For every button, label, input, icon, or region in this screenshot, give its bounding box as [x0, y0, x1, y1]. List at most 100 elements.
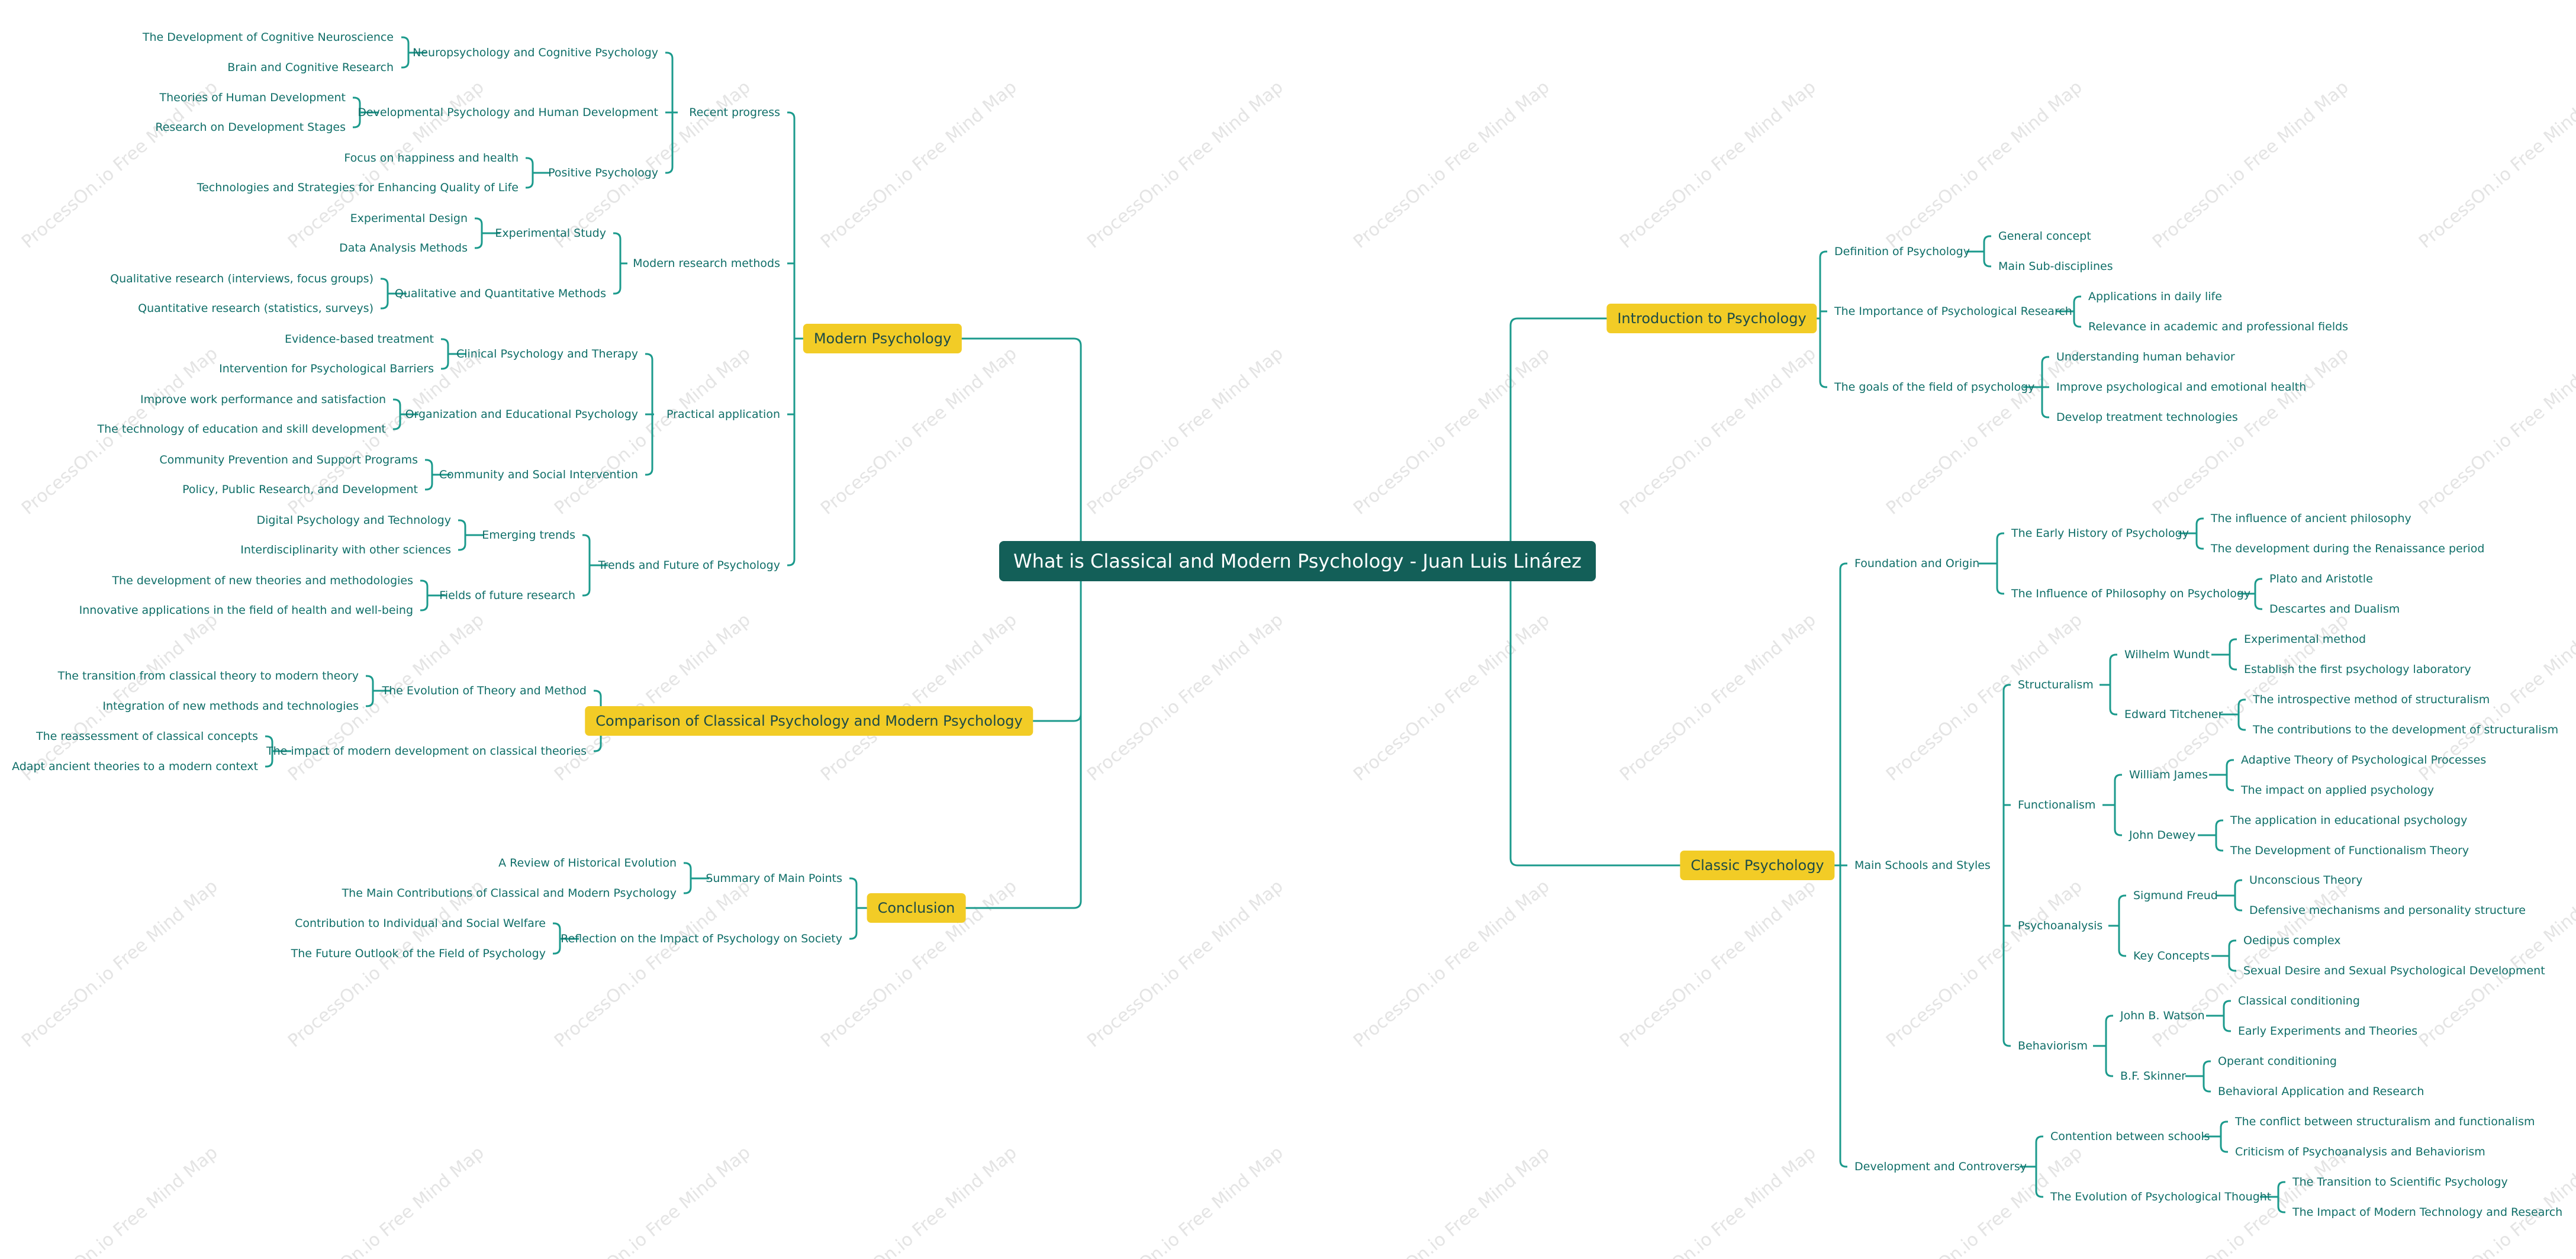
topic-future-research[interactable]: Fields of future research [439, 589, 575, 602]
topic-early-history[interactable]: The Early History of Psychology [2011, 527, 2189, 540]
topic-introduction[interactable]: Introduction to Psychology [1606, 304, 1817, 333]
leaf-community-programs[interactable]: Community Prevention and Support Program… [159, 453, 418, 466]
leaf-historical-evolution[interactable]: A Review of Historical Evolution [498, 856, 677, 870]
leaf-plato-aristotle[interactable]: Plato and Aristotle [2269, 572, 2373, 585]
topic-developmental-psychology[interactable]: Developmental Psychology and Human Devel… [358, 106, 658, 119]
topic-recent-progress[interactable]: Recent progress [689, 106, 780, 119]
leaf-future-outlook[interactable]: The Future Outlook of the Field of Psych… [291, 947, 546, 960]
leaf-happiness-health[interactable]: Focus on happiness and health [344, 152, 519, 165]
leaf-classical-conditioning[interactable]: Classical conditioning [2238, 994, 2360, 1007]
topic-practical-application[interactable]: Practical application [666, 408, 780, 421]
topic-goals[interactable]: The goals of the field of psychology [1834, 381, 2035, 394]
leaf-psychological-barriers[interactable]: Intervention for Psychological Barriers [219, 362, 434, 375]
topic-bf-skinner[interactable]: B.F. Skinner [2120, 1070, 2186, 1083]
topic-contention-schools[interactable]: Contention between schools [2050, 1130, 2210, 1143]
leaf-behavioral-application[interactable]: Behavioral Application and Research [2218, 1085, 2424, 1098]
topic-behaviorism[interactable]: Behaviorism [2018, 1039, 2088, 1052]
leaf-conflict-structuralism[interactable]: The conflict between structuralism and f… [2235, 1115, 2535, 1128]
leaf-evidence-based-treatment[interactable]: Evidence-based treatment [284, 333, 434, 346]
topic-structuralism[interactable]: Structuralism [2018, 678, 2094, 691]
topic-evolution-thought[interactable]: The Evolution of Psychological Thought [2050, 1190, 2272, 1203]
leaf-data-analysis[interactable]: Data Analysis Methods [339, 242, 468, 255]
leaf-criticism-psychoanalysis[interactable]: Criticism of Psychoanalysis and Behavior… [2235, 1145, 2485, 1158]
leaf-applied-psychology[interactable]: The impact on applied psychology [2241, 784, 2435, 797]
leaf-cognitive-neuroscience[interactable]: The Development of Cognitive Neuroscienc… [142, 31, 394, 44]
topic-qualitative-quantitative[interactable]: Qualitative and Quantitative Methods [394, 287, 606, 300]
leaf-education-technology[interactable]: The technology of education and skill de… [97, 423, 387, 436]
topic-trends-future[interactable]: Trends and Future of Psychology [598, 559, 780, 572]
leaf-innovative-applications[interactable]: Innovative applications in the field of … [79, 604, 413, 617]
topic-importance-research[interactable]: The Importance of Psychological Research [1834, 305, 2072, 318]
topic-neuropsychology[interactable]: Neuropsychology and Cognitive Psychology [413, 46, 658, 59]
leaf-sub-disciplines[interactable]: Main Sub-disciplines [1998, 260, 2113, 273]
topic-positive-psychology[interactable]: Positive Psychology [548, 166, 658, 179]
leaf-unconscious-theory[interactable]: Unconscious Theory [2249, 874, 2363, 887]
topic-organization-educational[interactable]: Organization and Educational Psychology [405, 408, 638, 421]
leaf-treatment-technologies[interactable]: Develop treatment technologies [2056, 411, 2238, 424]
leaf-work-performance[interactable]: Improve work performance and satisfactio… [140, 393, 386, 406]
topic-summary-main-points[interactable]: Summary of Main Points [706, 872, 842, 885]
topic-modern-psychology[interactable]: Modern Psychology [803, 324, 962, 353]
topic-philosophy-influence[interactable]: The Influence of Philosophy on Psycholog… [2011, 587, 2251, 600]
topic-john-dewey[interactable]: John Dewey [2129, 829, 2196, 842]
topic-psychoanalysis[interactable]: Psychoanalysis [2018, 919, 2103, 932]
topic-reflection-impact[interactable]: Reflection on the Impact of Psychology o… [561, 932, 842, 945]
leaf-brain-cognitive-research[interactable]: Brain and Cognitive Research [227, 61, 394, 74]
leaf-functionalism-development[interactable]: The Development of Functionalism Theory [2230, 844, 2469, 857]
leaf-descartes-dualism[interactable]: Descartes and Dualism [2269, 603, 2400, 616]
leaf-experimental-design[interactable]: Experimental Design [350, 212, 468, 225]
leaf-structuralism-contributions[interactable]: The contributions to the development of … [2253, 723, 2559, 736]
leaf-new-theories[interactable]: The development of new theories and meth… [112, 574, 413, 587]
leaf-adapt-ancient-theories[interactable]: Adapt ancient theories to a modern conte… [12, 760, 258, 773]
topic-foundation-origin[interactable]: Foundation and Origin [1854, 557, 1980, 570]
leaf-main-contributions[interactable]: The Main Contributions of Classical and … [342, 887, 677, 900]
leaf-introspective-method[interactable]: The introspective method of structuralis… [2253, 693, 2490, 706]
leaf-theories-human-development[interactable]: Theories of Human Development [159, 91, 346, 104]
topic-impact-modern-development[interactable]: The impact of modern development on clas… [266, 745, 587, 758]
leaf-understanding-behavior[interactable]: Understanding human behavior [2056, 350, 2235, 363]
topic-conclusion[interactable]: Conclusion [867, 893, 966, 923]
leaf-improve-health[interactable]: Improve psychological and emotional heal… [2056, 381, 2307, 394]
topic-functionalism[interactable]: Functionalism [2018, 798, 2096, 812]
topic-development-controversy[interactable]: Development and Controversy [1854, 1160, 2027, 1173]
leaf-defensive-mechanisms[interactable]: Defensive mechanisms and personality str… [2249, 904, 2526, 917]
leaf-ancient-philosophy[interactable]: The influence of ancient philosophy [2211, 512, 2411, 525]
topic-sigmund-freud[interactable]: Sigmund Freud [2133, 889, 2218, 902]
leaf-daily-life[interactable]: Applications in daily life [2088, 290, 2222, 303]
topic-evolution-theory-method[interactable]: The Evolution of Theory and Method [382, 684, 587, 697]
topic-wilhelm-wundt[interactable]: Wilhelm Wundt [2124, 648, 2210, 661]
leaf-development-stages[interactable]: Research on Development Stages [155, 121, 346, 134]
leaf-classical-to-modern[interactable]: The transition from classical theory to … [57, 669, 359, 682]
leaf-renaissance[interactable]: The development during the Renaissance p… [2211, 542, 2485, 555]
topic-comparison[interactable]: Comparison of Classical Psychology and M… [585, 706, 1033, 736]
leaf-academic-relevance[interactable]: Relevance in academic and professional f… [2088, 320, 2349, 333]
leaf-adaptive-theory[interactable]: Adaptive Theory of Psychological Process… [2241, 754, 2487, 767]
topic-emerging-trends[interactable]: Emerging trends [482, 529, 575, 542]
topic-edward-titchener[interactable]: Edward Titchener [2124, 708, 2223, 721]
leaf-interdisciplinarity[interactable]: Interdisciplinarity with other sciences [240, 543, 451, 556]
topic-classic-psychology[interactable]: Classic Psychology [1680, 851, 1835, 880]
leaf-quality-of-life[interactable]: Technologies and Strategies for Enhancin… [197, 181, 519, 194]
leaf-reassessment-concepts[interactable]: The reassessment of classical concepts [36, 730, 258, 743]
leaf-oedipus-complex[interactable]: Oedipus complex [2243, 934, 2341, 947]
leaf-digital-psychology[interactable]: Digital Psychology and Technology [256, 514, 451, 527]
topic-clinical-psychology[interactable]: Clinical Psychology and Therapy [456, 347, 638, 360]
topic-experimental-study[interactable]: Experimental Study [495, 227, 606, 240]
topic-key-concepts[interactable]: Key Concepts [2133, 949, 2210, 962]
leaf-first-laboratory[interactable]: Establish the first psychology laborator… [2244, 663, 2471, 676]
leaf-scientific-psychology[interactable]: The Transition to Scientific Psychology [2292, 1176, 2508, 1189]
leaf-qualitative-research[interactable]: Qualitative research (interviews, focus … [110, 272, 373, 285]
leaf-social-welfare[interactable]: Contribution to Individual and Social We… [295, 917, 546, 930]
leaf-integration-new-methods[interactable]: Integration of new methods and technolog… [102, 700, 359, 713]
topic-john-watson[interactable]: John B. Watson [2120, 1009, 2205, 1022]
leaf-quantitative-research[interactable]: Quantitative research (statistics, surve… [138, 302, 373, 315]
leaf-educational-psychology[interactable]: The application in educational psycholog… [2230, 814, 2468, 827]
leaf-policy-research[interactable]: Policy, Public Research, and Development [182, 483, 418, 496]
leaf-general-concept[interactable]: General concept [1998, 230, 2091, 243]
topic-main-schools[interactable]: Main Schools and Styles [1854, 859, 1991, 872]
leaf-sexual-development[interactable]: Sexual Desire and Sexual Psychological D… [2243, 964, 2545, 977]
topic-modern-research-methods[interactable]: Modern research methods [633, 257, 780, 270]
topic-definition[interactable]: Definition of Psychology [1834, 245, 1970, 258]
root-topic[interactable]: What is Classical and Modern Psychology … [999, 541, 1596, 581]
leaf-modern-technology[interactable]: The Impact of Modern Technology and Rese… [2292, 1206, 2563, 1219]
